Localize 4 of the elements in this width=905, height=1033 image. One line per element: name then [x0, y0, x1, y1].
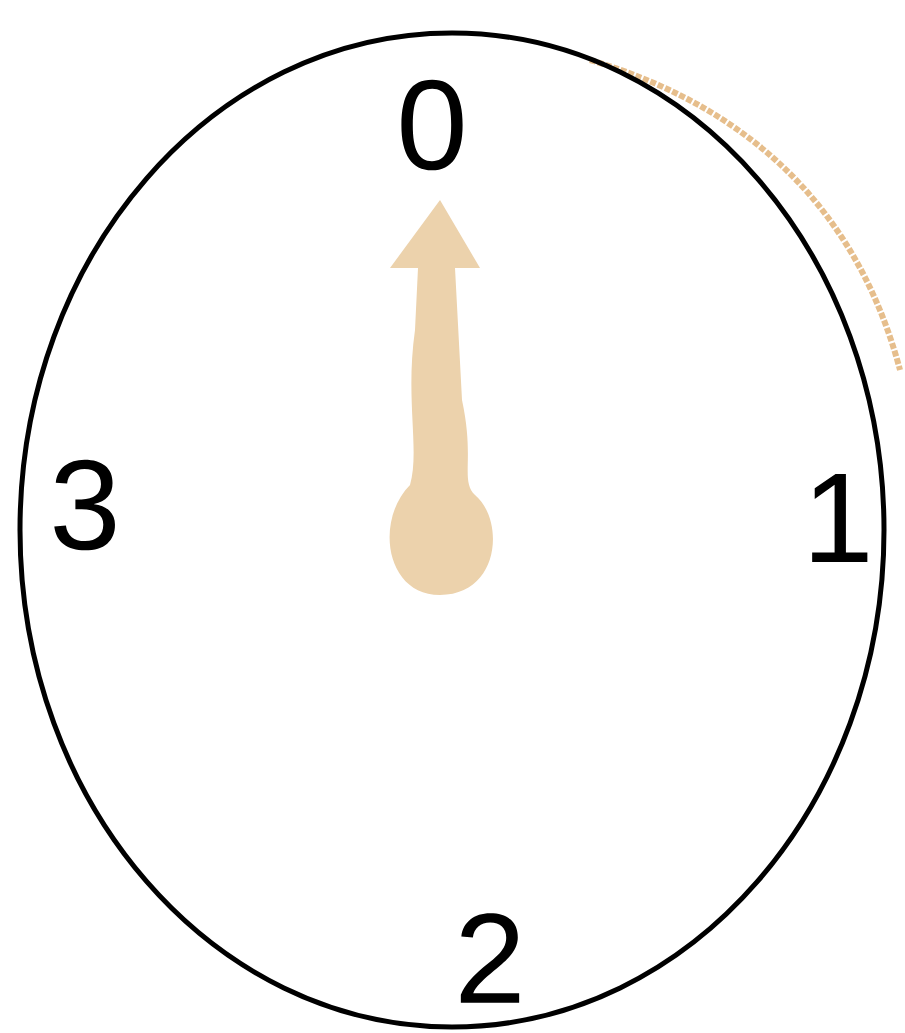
dial-number: 2: [460, 913, 520, 1003]
dial-number: 0: [401, 79, 463, 171]
dial-number: 1: [812, 473, 868, 563]
dial-number: 3: [54, 459, 115, 551]
